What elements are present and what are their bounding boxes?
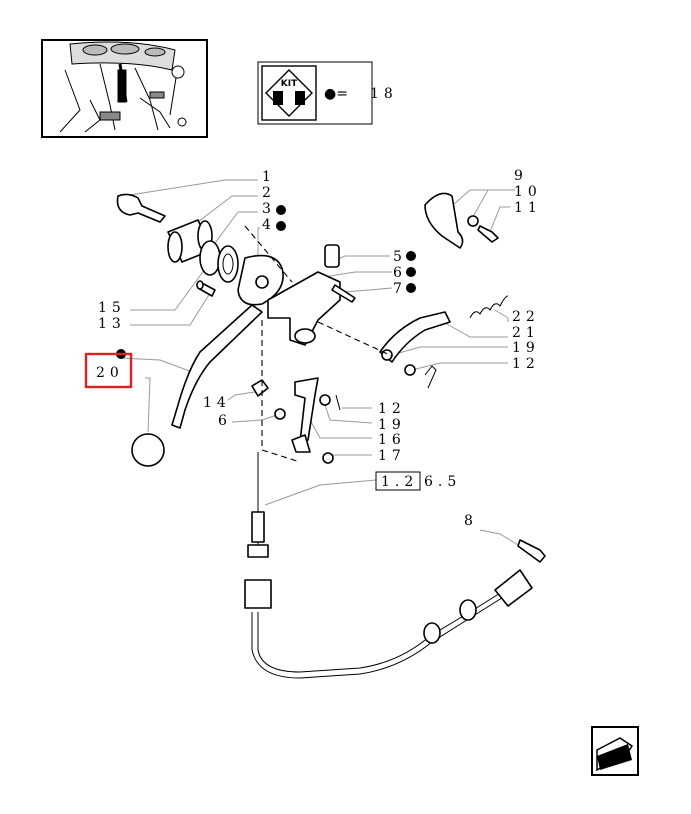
callout-14: 14 [203, 395, 231, 411]
callout-16: 16 [378, 432, 406, 448]
kit-ref-number: 18 [370, 86, 398, 102]
callout-10: 10 [514, 184, 542, 200]
callout-6: 6 [393, 265, 407, 281]
callout-20: 20 [96, 365, 124, 381]
callout-19a: 19 [512, 340, 540, 356]
link-bracket-21[interactable] [379, 311, 451, 363]
cross-reference[interactable]: 1.2 6.5 [375, 471, 461, 491]
bolt-8[interactable] [517, 539, 546, 563]
callout-22: 22 [512, 309, 540, 325]
callout-9: 9 [514, 168, 528, 184]
cam-plate-4[interactable] [237, 254, 284, 306]
bolt-15[interactable] [196, 280, 216, 297]
clip-9[interactable] [424, 192, 464, 249]
washer-10[interactable] [467, 215, 479, 227]
callout-5: 5 [393, 249, 407, 265]
arrow-icon [596, 737, 634, 772]
cross-reference-box [375, 471, 421, 491]
kit-reference-box: KIT ●= 18 [257, 61, 398, 125]
knob-ball[interactable] [131, 433, 165, 467]
kit-badge-text: KIT [281, 79, 298, 89]
highlight-box [84, 352, 133, 389]
kit-icon: KIT [261, 65, 317, 121]
next-page-button[interactable] [591, 726, 639, 776]
callout-6b: 6 [218, 413, 232, 429]
callout-13: 13 [98, 316, 126, 332]
shift-bracket-5[interactable] [267, 244, 356, 346]
kit-dots [116, 89, 416, 359]
pin-12b[interactable] [335, 394, 341, 411]
gear-lever-20[interactable] [171, 304, 263, 429]
leader-lines [119, 179, 521, 547]
nut-14[interactable] [251, 379, 269, 397]
callout-12b: 12 [378, 401, 406, 417]
tractor-cab-illustration [59, 41, 187, 133]
washer-6[interactable] [274, 408, 286, 420]
callout-20-highlighted[interactable]: 20 [84, 352, 133, 389]
callout-1: 1 [262, 169, 276, 185]
callout-labels: 1 2 3 4 5 6 7 9 10 11 15 13 22 21 19 12 … [84, 168, 542, 529]
link-rod-16[interactable] [291, 377, 319, 453]
callout-8: 8 [464, 513, 478, 529]
location-thumbnail[interactable] [41, 39, 208, 138]
callout-3: 3 [262, 201, 276, 217]
bearing-3[interactable] [199, 240, 239, 283]
callout-2: 2 [262, 185, 276, 201]
callout-12a: 12 [512, 356, 540, 372]
callout-21: 21 [512, 325, 540, 341]
assembly-dash-lines [244, 225, 393, 463]
callout-17: 17 [378, 448, 406, 464]
cross-reference-page: 1.2 [381, 474, 418, 490]
lever-knob-1[interactable] [116, 193, 166, 223]
split-pin-12[interactable] [424, 365, 437, 389]
callout-4: 4 [262, 217, 276, 233]
washer-12b[interactable] [319, 394, 331, 406]
callout-15: 15 [98, 300, 126, 316]
cross-reference-tail: 6.5 [424, 474, 461, 490]
callout-11: 11 [514, 200, 542, 216]
callout-7: 7 [393, 281, 407, 297]
control-cable[interactable] [244, 452, 533, 679]
bolt-11[interactable] [477, 225, 499, 243]
nut-17[interactable] [322, 452, 334, 464]
spring-22[interactable] [469, 295, 509, 319]
washer-19[interactable] [404, 364, 416, 376]
callout-19b: 19 [378, 417, 406, 433]
